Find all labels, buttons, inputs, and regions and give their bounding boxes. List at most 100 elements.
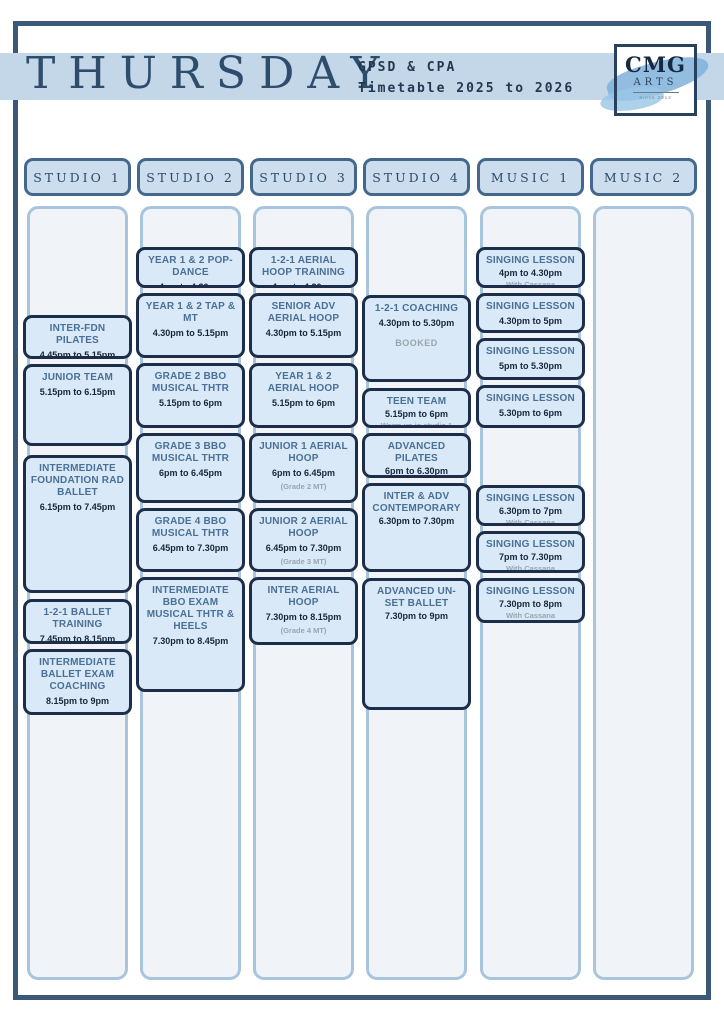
- class-title: SINGING LESSON: [486, 346, 575, 357]
- logo-border: [614, 44, 697, 116]
- class-title: TEEN TEAM: [386, 396, 447, 407]
- class-note: (Grade 3 MT): [280, 556, 327, 566]
- logo-text: CMG ARTS Since 2012: [614, 44, 697, 116]
- class-time: 6.15pm to 7.45pm: [39, 502, 116, 512]
- class-time: 4pm to 4.30pm: [271, 282, 336, 288]
- column-studio-2: STUDIO 2 YEAR 1 & 2 POP-DANCE 4pm to 4.3…: [136, 0, 245, 1024]
- column-header-studio-1: STUDIO 1: [24, 158, 131, 196]
- class-time: 4.45pm to 5.15pm: [39, 350, 116, 359]
- class-card: YEAR 1 & 2 POP-DANCE 4pm to 4.30pm: [136, 247, 245, 288]
- day-title: THURSDAY: [26, 48, 393, 99]
- logo-name: CMG: [625, 52, 686, 77]
- class-time: 6pm to 6.45pm: [271, 468, 336, 478]
- class-time: 4.30pm to 5pm: [498, 316, 563, 326]
- class-card: SINGING LESSON 4.30pm to 5pm: [476, 293, 585, 333]
- class-card: 1-2-1 COACHING 4.30pm to 5.30pm BOOKED: [362, 295, 471, 382]
- class-time: 7.45pm to 8.15pm: [39, 634, 116, 644]
- class-time: 5.15pm to 6pm: [158, 398, 223, 408]
- class-time: 5pm to 5.30pm: [498, 361, 563, 371]
- class-note: BOOKED: [395, 337, 438, 348]
- class-title: 1-2-1 BALLET TRAINING: [43, 607, 112, 630]
- logo-tagline: Since 2012: [639, 95, 672, 100]
- class-card: ADVANCED PILATES 6pm to 6.30pm: [362, 433, 471, 478]
- column-header-music-2: MUSIC 2: [590, 158, 697, 196]
- class-card: SINGING LESSON 5.30pm to 6pm: [476, 385, 585, 428]
- class-time: 5.15pm to 6.15pm: [39, 387, 116, 397]
- class-time: 5.15pm to 6pm: [271, 398, 336, 408]
- class-time: 5.30pm to 6pm: [498, 408, 563, 418]
- class-title: YEAR 1 & 2 POP-DANCE: [148, 255, 233, 278]
- class-card: SENIOR ADV AERIAL HOOP 4.30pm to 5.15pm: [249, 293, 358, 358]
- class-card: INTER & ADV CONTEMPORARY 6.30pm to 7.30p…: [362, 483, 471, 572]
- class-title: SINGING LESSON: [486, 255, 575, 266]
- class-card: SINGING LESSON 6.30pm to 7pm With Cassan…: [476, 485, 585, 526]
- class-time: 6pm to 6.30pm: [384, 466, 449, 476]
- class-time: 4.30pm to 5.15pm: [265, 328, 342, 338]
- class-card: GRADE 2 BBO MUSICAL THTR 5.15pm to 6pm: [136, 363, 245, 428]
- class-note: (Grade 4 MT): [280, 625, 327, 635]
- logo-sub: ARTS: [633, 77, 678, 88]
- class-time: 5.15pm to 6pm: [384, 409, 449, 419]
- class-card: SINGING LESSON 4pm to 4.30pm With Cassan…: [476, 247, 585, 288]
- class-title: ADVANCED UN-SET BALLET: [377, 586, 456, 609]
- column-header-studio-2: STUDIO 2: [137, 158, 244, 196]
- column-track: [593, 206, 694, 980]
- class-card: JUNIOR 1 AERIAL HOOP 6pm to 6.45pm (Grad…: [249, 433, 358, 503]
- class-note: (Grade 2 MT): [280, 481, 327, 491]
- class-note: With Cassana: [505, 563, 556, 573]
- class-card: JUNIOR TEAM 5.15pm to 6.15pm: [23, 364, 132, 446]
- page-frame: [13, 21, 711, 1000]
- class-time: 7pm to 7.30pm: [498, 552, 563, 562]
- class-card: INTER-FDN PILATES 4.45pm to 5.15pm: [23, 315, 132, 359]
- column-studio-4: STUDIO 4 1-2-1 COACHING 4.30pm to 5.30pm…: [362, 0, 471, 1024]
- class-title: GRADE 3 BBO MUSICAL THTR: [151, 441, 230, 464]
- column-header-music-1: MUSIC 1: [477, 158, 584, 196]
- class-time: 4.30pm to 5.30pm: [378, 318, 455, 328]
- class-title: INTER-FDN PILATES: [49, 323, 106, 346]
- class-time: 6.45pm to 7.30pm: [265, 543, 342, 553]
- class-note: With Cassana: [505, 517, 556, 526]
- column-studio-1: STUDIO 1 INTER-FDN PILATES 4.45pm to 5.1…: [23, 0, 132, 1024]
- class-title: SINGING LESSON: [486, 586, 575, 597]
- class-time: 7.30pm to 8.45pm: [152, 636, 229, 646]
- class-card: INTERMEDIATE BALLET EXAM COACHING 8.15pm…: [23, 649, 132, 715]
- class-title: SENIOR ADV AERIAL HOOP: [267, 301, 340, 324]
- class-title: JUNIOR 1 AERIAL HOOP: [259, 441, 348, 464]
- class-title: SINGING LESSON: [486, 493, 575, 504]
- class-card: SINGING LESSON 7.30pm to 8pm With Cassan…: [476, 578, 585, 623]
- class-card: TEEN TEAM 5.15pm to 6pm Warm up in studi…: [362, 388, 471, 428]
- class-time: 7.30pm to 8.15pm: [265, 612, 342, 622]
- class-card: INTERMEDIATE FOUNDATION RAD BALLET 6.15p…: [23, 455, 132, 593]
- class-time: 6pm to 6.45pm: [158, 468, 223, 478]
- class-card: YEAR 1 & 2 AERIAL HOOP 5.15pm to 6pm: [249, 363, 358, 428]
- column-header-studio-3: STUDIO 3: [250, 158, 357, 196]
- class-title: GRADE 2 BBO MUSICAL THTR: [151, 371, 230, 394]
- class-title: JUNIOR 2 AERIAL HOOP: [259, 516, 348, 539]
- column-header-studio-4: STUDIO 4: [363, 158, 470, 196]
- class-time: 6.45pm to 7.30pm: [152, 543, 229, 553]
- class-card: 1-2-1 BALLET TRAINING 7.45pm to 8.15pm: [23, 599, 132, 644]
- column-music-2: MUSIC 2: [590, 0, 697, 1024]
- class-title: INTERMEDIATE FOUNDATION RAD BALLET: [30, 463, 125, 498]
- class-title: INTERMEDIATE BALLET EXAM COACHING: [39, 657, 116, 692]
- class-title: INTER & ADV CONTEMPORARY: [372, 491, 461, 514]
- cmg-arts-logo: CMG ARTS Since 2012: [598, 32, 713, 126]
- class-card: INTER AERIAL HOOP 7.30pm to 8.15pm (Grad…: [249, 577, 358, 645]
- class-title: 1-2-1 AERIAL HOOP TRAINING: [262, 255, 345, 278]
- class-card: JUNIOR 2 AERIAL HOOP 6.45pm to 7.30pm (G…: [249, 508, 358, 572]
- class-title: INTER AERIAL HOOP: [267, 585, 340, 608]
- subtitle-line-1: GPSD & CPA: [358, 60, 457, 75]
- class-card: GRADE 4 BBO MUSICAL THTR 6.45pm to 7.30p…: [136, 508, 245, 572]
- class-card: YEAR 1 & 2 TAP & MT 4.30pm to 5.15pm: [136, 293, 245, 358]
- class-card: 1-2-1 AERIAL HOOP TRAINING 4pm to 4.30pm: [249, 247, 358, 288]
- class-card: INTERMEDIATE BBO EXAM MUSICAL THTR & HEE…: [136, 577, 245, 692]
- class-title: INTERMEDIATE BBO EXAM MUSICAL THTR & HEE…: [146, 585, 235, 632]
- class-title: 1-2-1 COACHING: [374, 303, 459, 314]
- timetable-subtitle: GPSD & CPA Timetable 2025 to 2026: [358, 57, 574, 99]
- class-time: 7.30pm to 8pm: [498, 599, 563, 609]
- class-card: ADVANCED UN-SET BALLET 7.30pm to 9pm: [362, 578, 471, 710]
- class-note: Warm up in studio 1: [380, 420, 453, 428]
- class-card: GRADE 3 BBO MUSICAL THTR 6pm to 6.45pm: [136, 433, 245, 503]
- class-card: SINGING LESSON 7pm to 7.30pm With Cassan…: [476, 531, 585, 573]
- class-time: 4.30pm to 5.15pm: [152, 328, 229, 338]
